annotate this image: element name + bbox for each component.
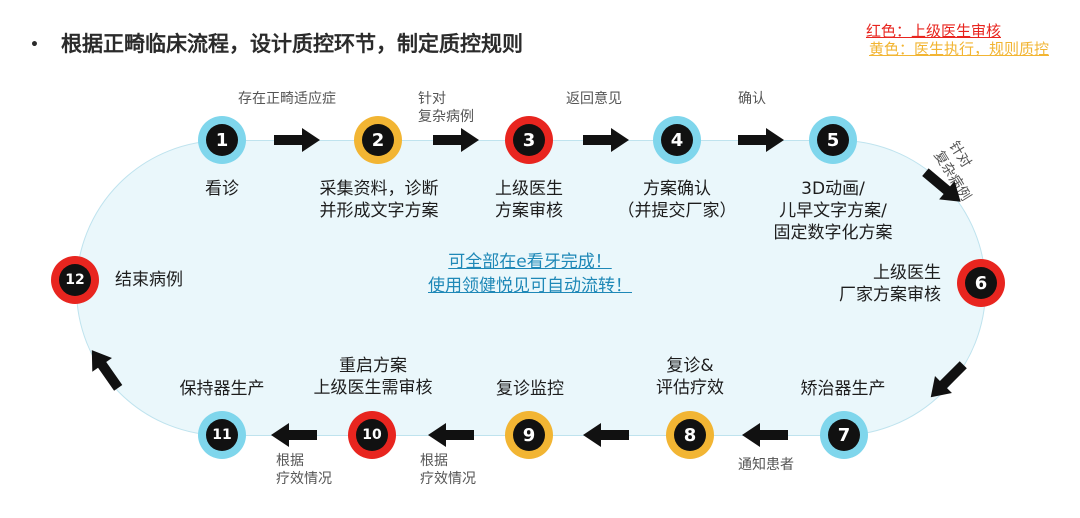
arrow-6-7 — [930, 361, 967, 398]
arrow-2-3 — [433, 128, 479, 152]
legend-red: 红色：上级医生审核 — [865, 22, 1001, 40]
step-8-number: 8 — [674, 419, 706, 451]
step-8-label: 复诊&评估疗效 — [656, 356, 724, 398]
center-note: 可全部在e看牙完成！ 使用领健悦见可自动流转！ — [428, 250, 632, 298]
arrow-11-12 — [91, 350, 123, 391]
step-7-number: 7 — [828, 419, 860, 451]
step-1-number: 1 — [206, 124, 238, 156]
page-title: • 根据正畸临床流程，设计质控环节，制定质控规则 — [30, 28, 523, 58]
arrow-5-6 — [922, 168, 961, 202]
step-6-number: 6 — [965, 267, 997, 299]
arrow-4-5 — [738, 128, 784, 152]
center-note-line2: 使用领健悦见可自动流转！ — [428, 276, 632, 296]
step-12-label: 结束病例 — [115, 270, 183, 290]
bullet: • — [30, 37, 39, 53]
step-5-node: 5 — [809, 116, 857, 164]
step-4-node: 4 — [653, 116, 701, 164]
annotation-efficacy-2: 根据疗效情况 — [276, 453, 332, 487]
step-12-node: 12 — [51, 256, 99, 304]
step-4-number: 4 — [661, 124, 693, 156]
step-2-number: 2 — [362, 124, 394, 156]
step-10-label: 重启方案上级医生需审核 — [313, 356, 433, 398]
step-11-node: 11 — [198, 411, 246, 459]
step-5-label: 3D动画/儿早文字方案/固定数字化方案 — [773, 179, 893, 243]
step-5-number: 5 — [817, 124, 849, 156]
annotation-efficacy-1: 根据疗效情况 — [420, 453, 476, 487]
arrow-7-8 — [742, 423, 788, 447]
arrow-3-4 — [583, 128, 629, 152]
annotation-confirm: 确认 — [738, 91, 766, 107]
step-8-node: 8 — [666, 411, 714, 459]
step-3-number: 3 — [513, 124, 545, 156]
step-12-number: 12 — [59, 264, 91, 296]
step-2-label: 采集资料，诊断并形成文字方案 — [319, 179, 439, 221]
annotation-complex-case-1: 针对复杂病例 — [418, 91, 474, 125]
step-11-number: 11 — [206, 419, 238, 451]
step-6-label: 上级医生厂家方案审核 — [839, 263, 941, 305]
step-2-node: 2 — [354, 116, 402, 164]
step-10-number: 10 — [356, 419, 388, 451]
step-6-node: 6 — [957, 259, 1005, 307]
step-9-label: 复诊监控 — [496, 379, 564, 399]
arrow-9-10 — [428, 423, 474, 447]
step-9-node: 9 — [505, 411, 553, 459]
title-text: 根据正畸临床流程，设计质控环节，制定质控规则 — [60, 32, 523, 56]
step-9-number: 9 — [513, 419, 545, 451]
step-3-node: 3 — [505, 116, 553, 164]
step-11-label: 保持器生产 — [179, 379, 265, 399]
arrow-1-2 — [274, 128, 320, 152]
step-4-label: 方案确认（并提交厂家） — [617, 179, 737, 221]
step-7-label: 矫治器生产 — [800, 379, 886, 399]
step-1-label: 看诊 — [205, 179, 239, 199]
step-3-label: 上级医生方案审核 — [495, 179, 563, 221]
step-7-node: 7 — [820, 411, 868, 459]
arrow-8-9 — [583, 423, 629, 447]
arrow-10-11 — [271, 423, 317, 447]
legend-yellow: 黄色：医生执行，规则质控 — [868, 40, 1049, 58]
step-1-node: 1 — [198, 116, 246, 164]
step-10-node: 10 — [348, 411, 396, 459]
annotation-indication: 存在正畸适应症 — [238, 91, 336, 107]
annotation-return-feedback: 返回意见 — [566, 91, 622, 107]
annotation-notify-patient: 通知患者 — [738, 457, 794, 473]
center-note-line1: 可全部在e看牙完成！ — [448, 252, 612, 272]
